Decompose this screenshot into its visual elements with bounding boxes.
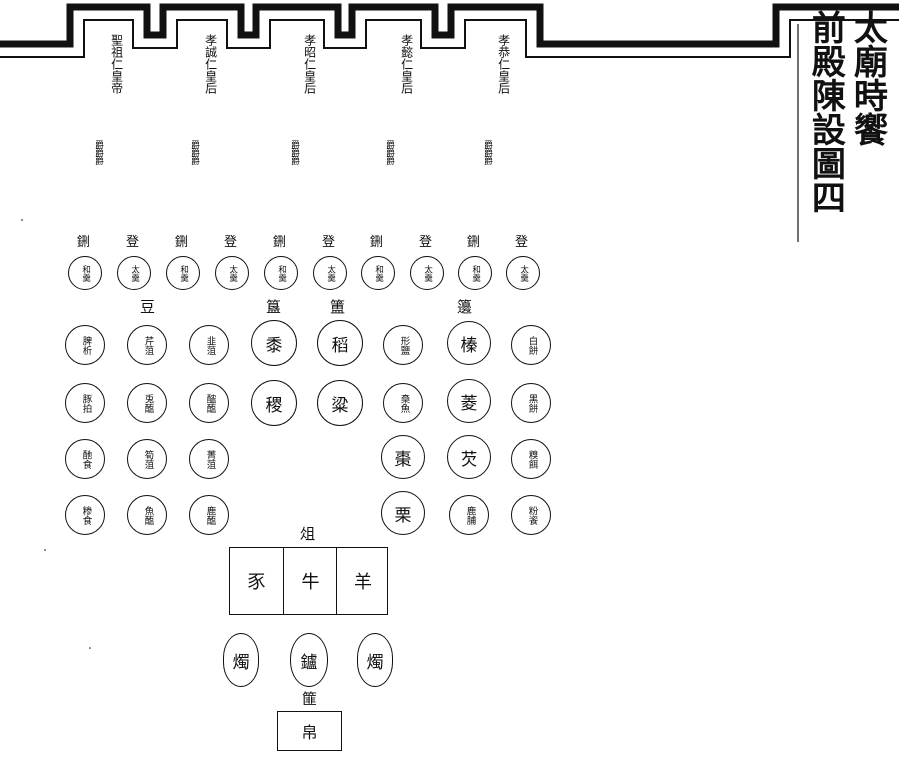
vessel-content: 和羹 xyxy=(373,264,384,282)
tablet-label: 孝誠仁皇后 xyxy=(203,34,218,94)
vessel-content: 太羹 xyxy=(422,264,433,282)
dou-item: 脾析 xyxy=(65,325,105,365)
vessel-label: 鉶 xyxy=(370,235,384,250)
dou-item: 菁菹 xyxy=(189,439,229,479)
jue-vessels: 爵爵爵 xyxy=(384,140,394,164)
zu-label: 俎 xyxy=(300,525,316,543)
title-column-2: 前殿陳設圖四 xyxy=(805,10,846,214)
vessel-circle: 太羹 xyxy=(313,256,347,290)
dou-item: 醓醢 xyxy=(189,383,229,423)
dou-item: 兎醢 xyxy=(127,383,167,423)
tablet-label: 孝懿仁皇后 xyxy=(399,34,414,94)
title-column-1: 太廟時饗 xyxy=(847,10,888,146)
jue-vessels: 爵爵爵 xyxy=(289,140,299,164)
fei-item: 帛 xyxy=(301,723,318,742)
bian-item: 鹿脯 xyxy=(449,495,489,535)
vessel-content: 和羹 xyxy=(276,264,287,282)
vessel-circle: 和羹 xyxy=(166,256,200,290)
gui-item: 黍 xyxy=(251,320,297,366)
vessel-label: 鉶 xyxy=(273,235,287,250)
fu-item: 粱 xyxy=(317,380,363,426)
fei-label: 篚 xyxy=(302,690,318,708)
zu-item: 豕 xyxy=(247,572,266,593)
stray-mark xyxy=(21,219,23,221)
gui-label: 簋 xyxy=(266,298,282,316)
vessel-label: 鉶 xyxy=(77,235,91,250)
zu-item: 牛 xyxy=(283,548,337,614)
vessel-circle: 太羹 xyxy=(215,256,249,290)
vessel-circle: 和羹 xyxy=(361,256,395,290)
vessel-content: 和羹 xyxy=(470,264,481,282)
vessel-label: 登 xyxy=(515,235,529,250)
bian-item: 栗 xyxy=(381,491,425,535)
tablet-label: 孝恭仁皇后 xyxy=(496,34,511,94)
bian-label: 籩 xyxy=(457,298,473,316)
zu-item: 羊 xyxy=(336,548,389,614)
vessel-content: 和羹 xyxy=(178,264,189,282)
fei-box: 帛 xyxy=(277,711,342,751)
vessel-content: 太羹 xyxy=(518,264,529,282)
vessel-circle: 和羹 xyxy=(264,256,298,290)
altar-border-inner xyxy=(0,19,899,58)
bian-item: 糗餌 xyxy=(511,439,551,479)
vessel-content: 和羹 xyxy=(80,264,91,282)
vessel-content: 太羹 xyxy=(325,264,336,282)
dou-item: 筍菹 xyxy=(127,439,167,479)
dou-item: 豚拍 xyxy=(65,383,105,423)
bian-item: 黑餅 xyxy=(511,383,551,423)
vessel-label: 鉶 xyxy=(467,235,481,250)
vessel-content: 太羹 xyxy=(129,264,140,282)
vessel-circle: 太羹 xyxy=(506,256,540,290)
bian-item: 粉餈 xyxy=(511,495,551,535)
vessel-circle: 和羹 xyxy=(458,256,492,290)
dou-label: 豆 xyxy=(140,298,156,316)
vessel-label: 登 xyxy=(224,235,238,250)
bian-item: 白餅 xyxy=(511,325,551,365)
dou-item: 韭菹 xyxy=(189,325,229,365)
tablet-label: 聖祖仁皇帝 xyxy=(109,34,124,94)
bian-item: 菱 xyxy=(447,379,491,423)
vessel-label: 登 xyxy=(322,235,336,250)
bian-item: 槀魚 xyxy=(383,383,423,423)
candle-left: 燭 xyxy=(223,633,259,687)
bian-item: 芡 xyxy=(447,435,491,479)
tablet-label: 孝昭仁皇后 xyxy=(302,34,317,94)
censer: 鑪 xyxy=(290,633,328,687)
dou-item: 酏食 xyxy=(65,439,105,479)
dou-item: 魚醢 xyxy=(127,495,167,535)
vessel-label: 登 xyxy=(126,235,140,250)
dou-item: 鹿醢 xyxy=(189,495,229,535)
vessel-circle: 太羹 xyxy=(117,256,151,290)
bian-item: 形鹽 xyxy=(383,325,423,365)
dou-item: 芹菹 xyxy=(127,325,167,365)
zu-box: 豕 牛 羊 xyxy=(229,547,388,615)
vessel-label: 登 xyxy=(419,235,433,250)
altar-border-outer xyxy=(0,3,899,48)
bian-item: 棗 xyxy=(381,435,425,479)
fu-item: 稻 xyxy=(317,320,363,366)
fu-label: 簠 xyxy=(330,298,346,316)
vessel-label: 鉶 xyxy=(175,235,189,250)
vessel-content: 太羹 xyxy=(227,264,238,282)
dou-item: 糁食 xyxy=(65,495,105,535)
jue-vessels: 爵爵爵 xyxy=(482,140,492,164)
gui-item: 稷 xyxy=(251,380,297,426)
jue-vessels: 爵爵爵 xyxy=(189,140,199,164)
candle-right: 燭 xyxy=(357,633,393,687)
vessel-circle: 和羹 xyxy=(68,256,102,290)
bian-item: 榛 xyxy=(447,321,491,365)
stray-mark xyxy=(44,549,46,551)
stray-mark xyxy=(89,647,91,649)
jue-vessels: 爵爵爵 xyxy=(93,140,103,164)
vessel-circle: 太羹 xyxy=(410,256,444,290)
